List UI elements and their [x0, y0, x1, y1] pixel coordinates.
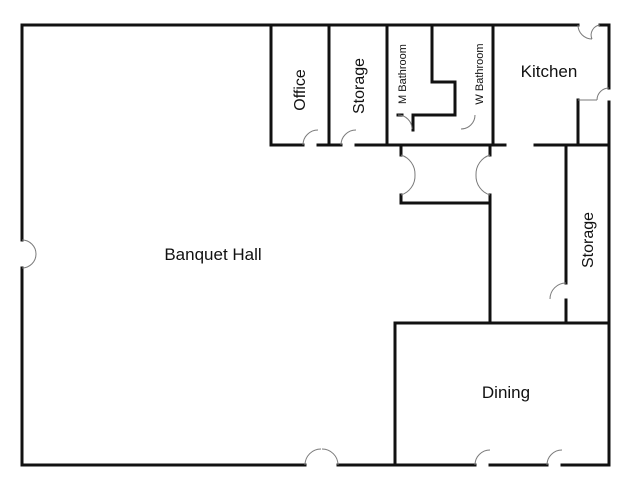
doors — [21, 24, 610, 466]
room-labels: Banquet Hall Office Storage M Bathroom W… — [164, 43, 597, 402]
room-label-office: Office — [292, 69, 309, 111]
room-label-dining: Dining — [482, 383, 530, 402]
door-storage-right — [549, 282, 567, 300]
room-label-storage-top: Storage — [351, 58, 368, 114]
room-label-w-bathroom: W Bathroom — [474, 43, 486, 104]
door-kitchen-east — [578, 87, 610, 101]
room-label-storage-right: Storage — [580, 212, 597, 268]
walls — [20, 23, 611, 467]
door-corridor-right — [475, 154, 491, 196]
door-storage-top — [340, 129, 357, 146]
bathroom-partition — [411, 23, 457, 132]
door-banquet-south — [304, 448, 339, 466]
door-w-bathroom — [460, 114, 476, 130]
room-label-kitchen: Kitchen — [521, 62, 578, 81]
room-label-banquet-hall: Banquet Hall — [164, 245, 261, 264]
door-kitchen-top — [577, 24, 601, 40]
door-office — [302, 129, 319, 146]
door-banquet-west — [21, 239, 37, 269]
door-dining-south-1 — [474, 449, 491, 466]
door-corridor-left — [400, 154, 416, 196]
door-m-bathroom — [397, 114, 413, 130]
door-dining-south-2 — [546, 449, 563, 466]
room-label-m-bathroom: M Bathroom — [397, 44, 409, 104]
